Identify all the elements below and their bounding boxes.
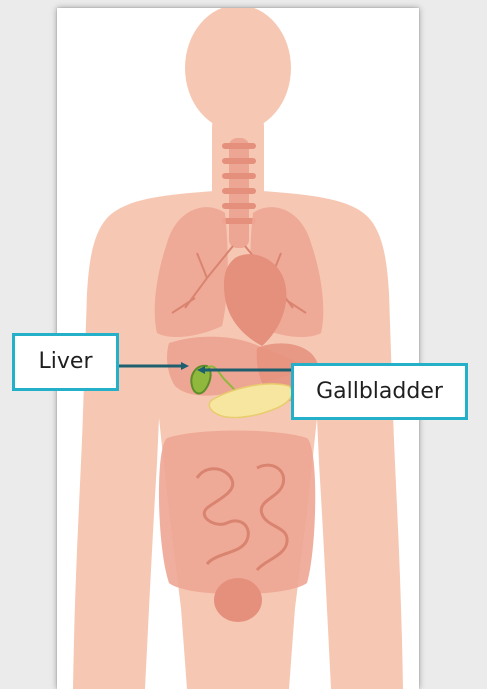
- liver-label: Liver: [12, 333, 119, 391]
- bladder: [214, 578, 262, 622]
- gallbladder-label: Gallbladder: [291, 363, 468, 420]
- gallbladder-label-text: Gallbladder: [316, 381, 443, 403]
- intestines: [159, 431, 315, 595]
- liver-label-text: Liver: [39, 351, 93, 373]
